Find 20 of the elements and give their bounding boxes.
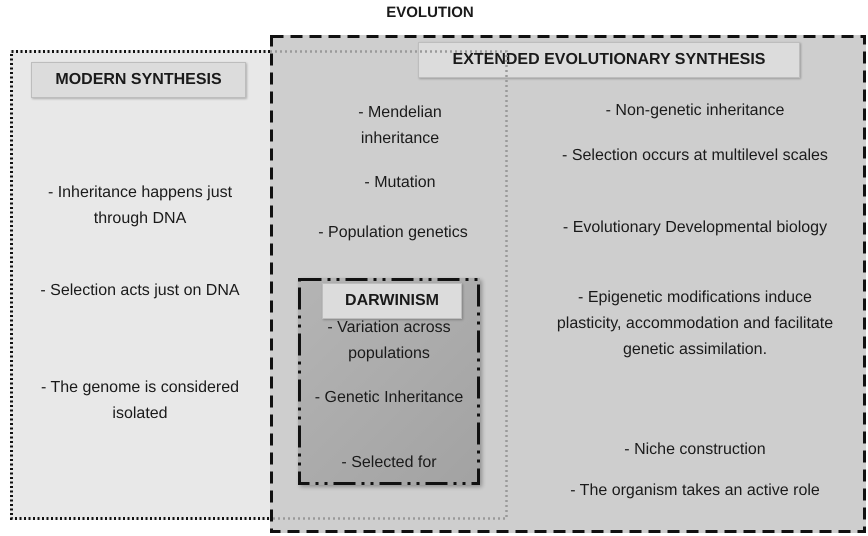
bullet-text: - Evolutionary Developmental biology xyxy=(562,218,828,238)
bullet-text: - Selection acts just on DNA xyxy=(39,281,241,301)
diagram-title: EVOLUTION xyxy=(385,4,475,21)
heading-label: DARWINISM xyxy=(322,283,462,319)
bullet-text: - Genetic Inheritance xyxy=(314,388,464,408)
bullet-text: - The organism takes an active role xyxy=(569,481,821,501)
bullet-text: - Variation across populations xyxy=(326,318,452,364)
bullet-text: - Niche construction xyxy=(623,440,767,460)
bullet-text: - Selection occurs at multilevel scales xyxy=(561,146,829,166)
bullet-text: - Population genetics xyxy=(317,223,469,243)
bullet-text: - Mendelian inheritance xyxy=(357,103,443,149)
bullet-text: - Epigenetic modifications induce plasticity, accommodation and facilitate genetic assimilation. xyxy=(556,288,834,360)
heading-label: EXTENDED EVOLUTIONARY SYNTHESIS xyxy=(418,42,800,78)
bullet-text: - Inheritance happens just through DNA xyxy=(46,183,234,229)
bullet-text: - Mutation xyxy=(363,173,437,193)
heading-label: MODERN SYNTHESIS xyxy=(31,62,246,98)
bullet-text: - Non-genetic inheritance xyxy=(604,101,786,121)
darwinism-panel xyxy=(298,278,480,485)
bullet-text: - Selected for xyxy=(340,453,438,473)
bullet-text: - The genome is considered isolated xyxy=(40,378,240,424)
